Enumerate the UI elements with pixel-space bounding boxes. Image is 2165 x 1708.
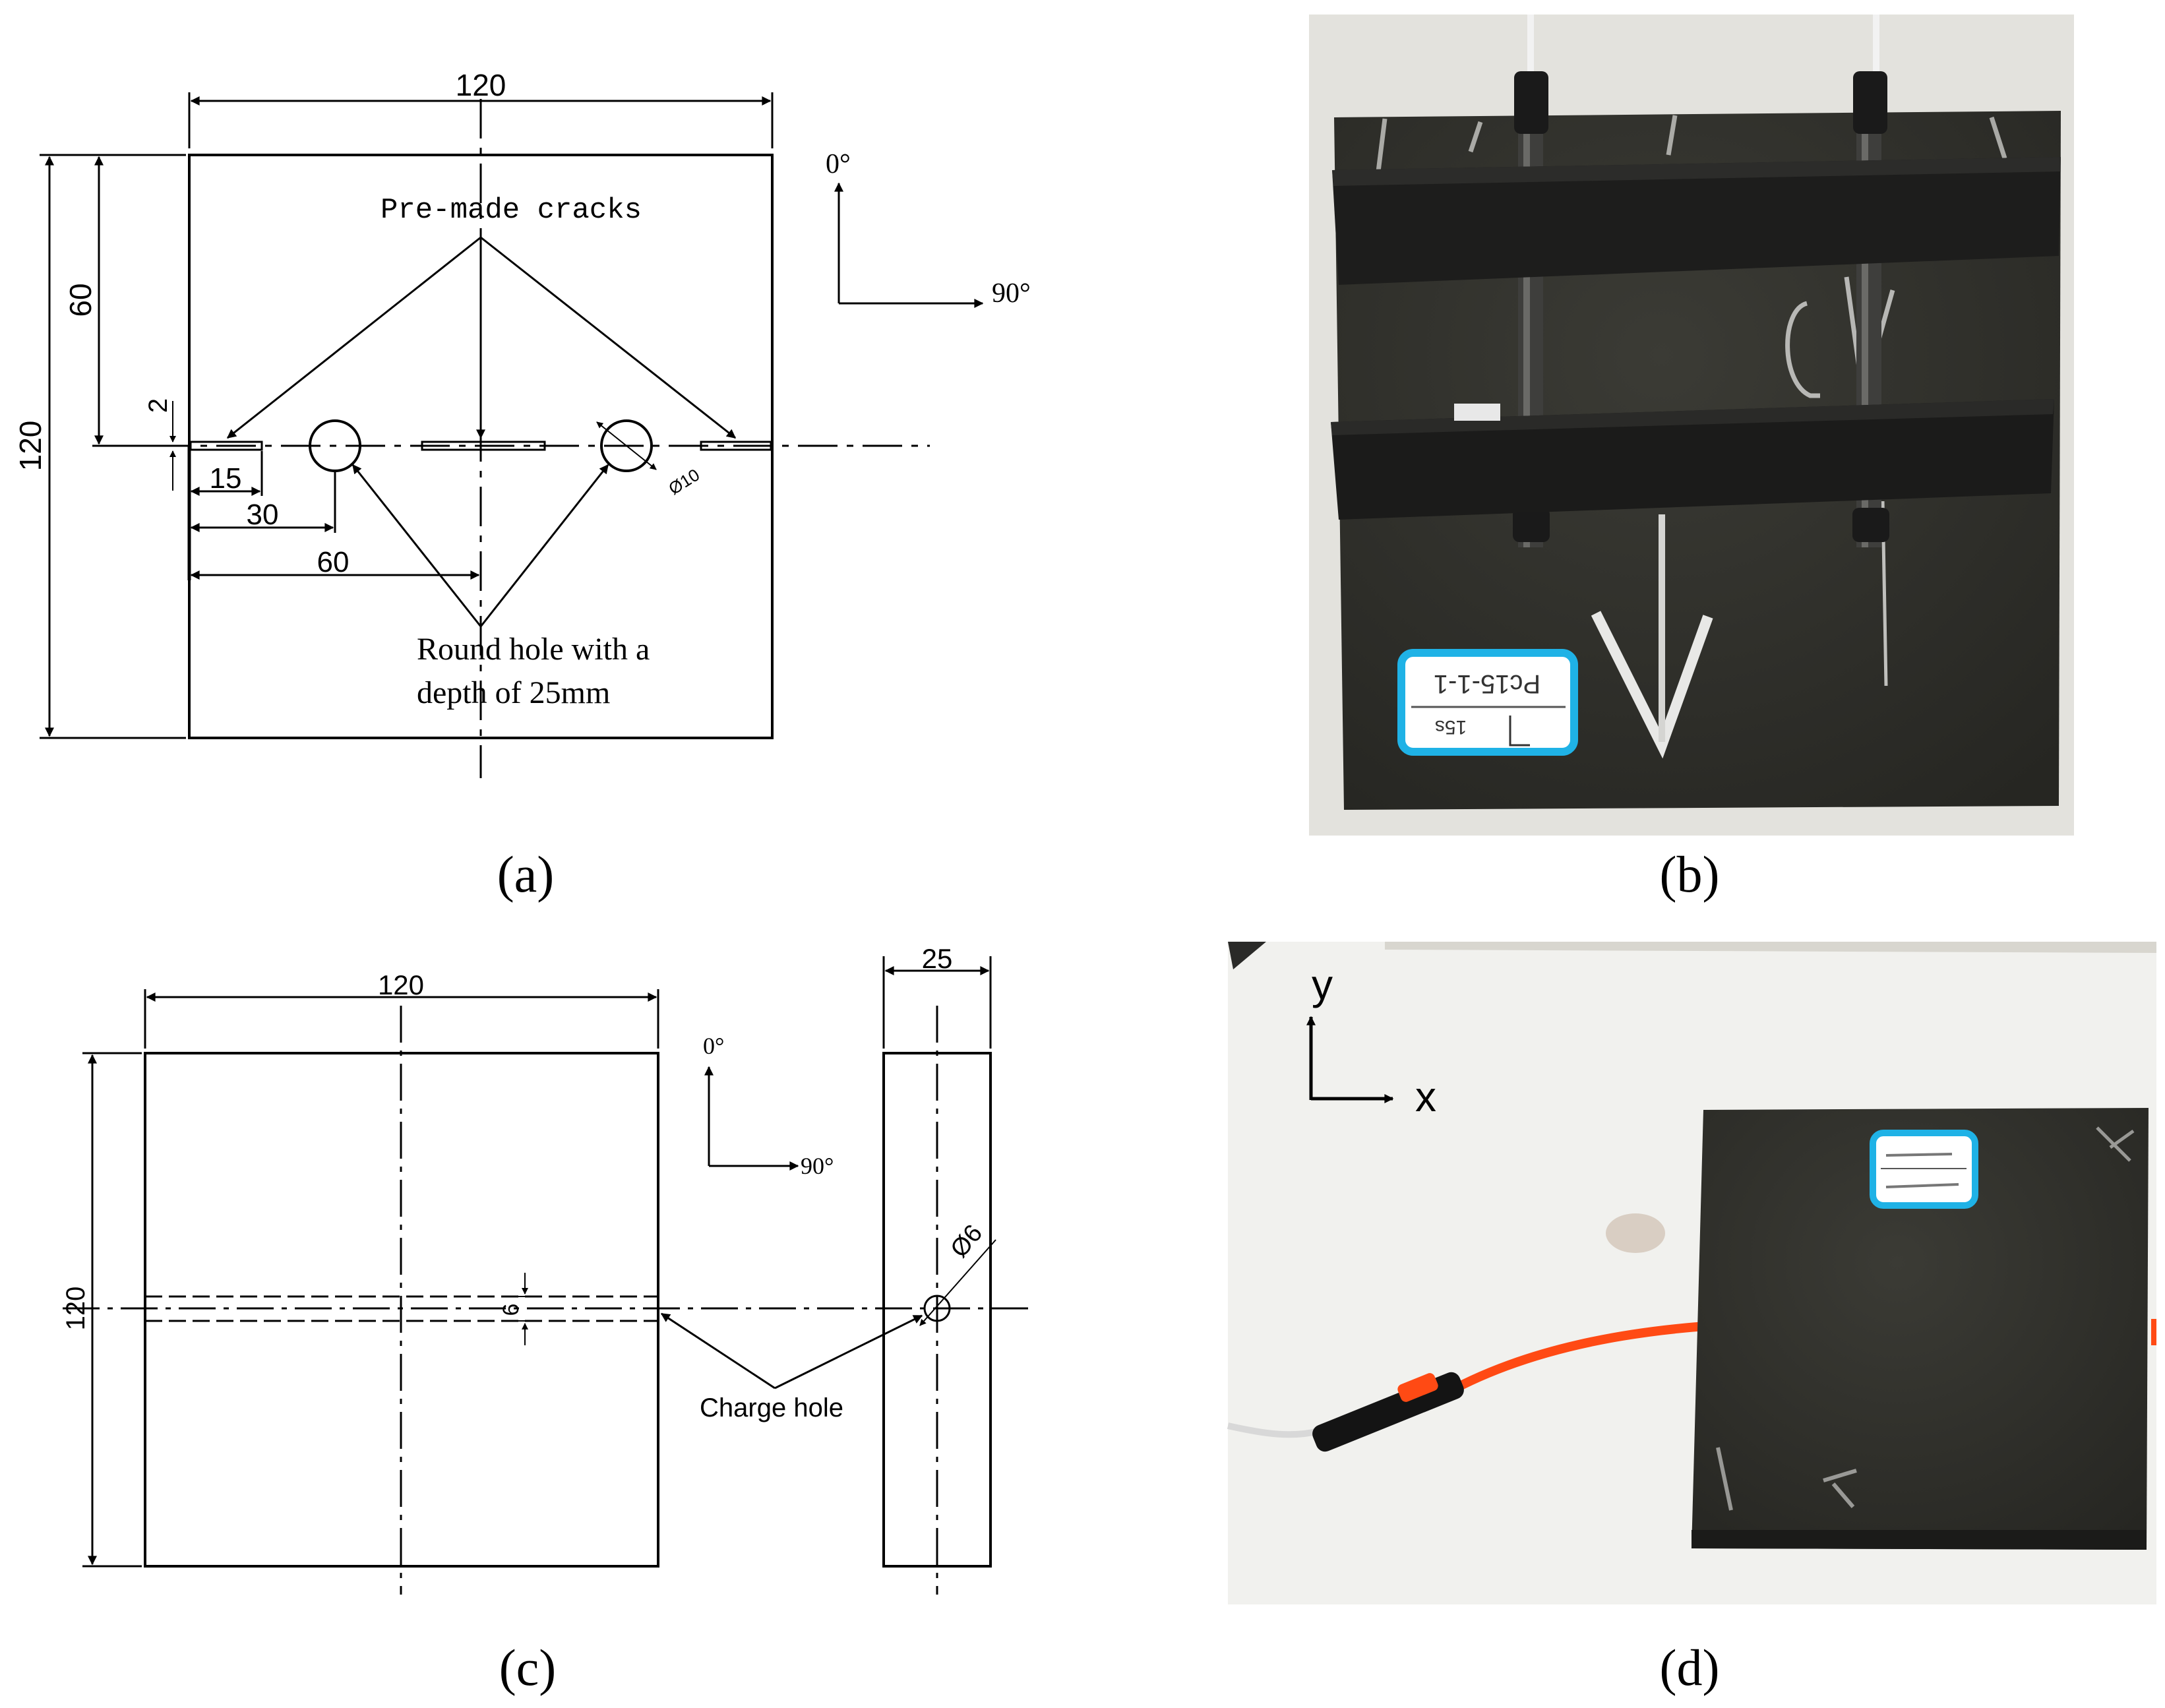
panel-b-photo: Pc15-1-1 15s: [1309, 15, 2074, 836]
dim-label-center-x: 60: [317, 546, 350, 578]
dim-label-hole-dia: Ø10: [665, 465, 703, 499]
specimen-sticker-b: [1397, 649, 1578, 756]
dim-label-side-width: 25: [922, 943, 953, 974]
dim-label-upper-half: 60: [63, 283, 98, 317]
dim-label-left-height: 120: [13, 421, 47, 472]
dim-label-hole-x: 30: [247, 499, 279, 531]
pre-made-crack-right: [700, 441, 772, 451]
label-charge-hole: Charge hole: [700, 1393, 843, 1422]
panel-a-drawing: [40, 92, 984, 778]
panel-d-photo: y x: [1227, 942, 2156, 1604]
tape-strip-top: [1332, 157, 2061, 285]
sticker-text-bottom: 15s: [1435, 716, 1467, 738]
specimen-block-d: [1692, 1108, 2149, 1550]
panel-c-drawing: [63, 956, 1029, 1595]
caption-c: (c): [499, 1639, 557, 1696]
axis-label-ninety-c: 90°: [801, 1153, 834, 1179]
dim-label-crack-len: 15: [210, 462, 242, 495]
caption-a: (a): [497, 845, 555, 903]
dim-label-bore: 6: [499, 1304, 524, 1316]
dim-label-crack-width: 2: [144, 398, 173, 413]
charge-hole-side-circle: [923, 1295, 951, 1322]
caption-d: (d): [1660, 1639, 1720, 1696]
pre-made-crack-center: [421, 441, 546, 451]
axis-label-x-d: x: [1415, 1073, 1436, 1120]
caption-b: (b): [1660, 845, 1720, 903]
axis-label-y-d: y: [1312, 961, 1333, 1008]
axis-label-ninety-a: 90°: [992, 278, 1031, 309]
axis-label-zero-c: 0°: [703, 1033, 724, 1059]
label-round-hole-line1: Round hole with a: [417, 632, 650, 667]
panel-a-labels: 120 120 60 2 15 30 60 Ø10 Pre-made crack…: [13, 68, 1031, 903]
dim-label-top-width: 120: [456, 68, 506, 102]
label-pre-made-cracks: Pre-made cracks: [381, 194, 642, 227]
dim-label-front-height: 120: [61, 1287, 90, 1331]
round-hole-left: [309, 419, 361, 472]
axis-label-zero-a: 0°: [826, 149, 851, 179]
label-round-hole-line2: depth of 25mm: [417, 675, 610, 710]
panel-c-labels: 120 25 120 6 Ø6 Charge hole 0° 90° (c): [61, 943, 988, 1696]
sticker-text-top: Pc15-1-1: [1434, 669, 1540, 698]
dim-label-front-width: 120: [378, 969, 424, 1000]
